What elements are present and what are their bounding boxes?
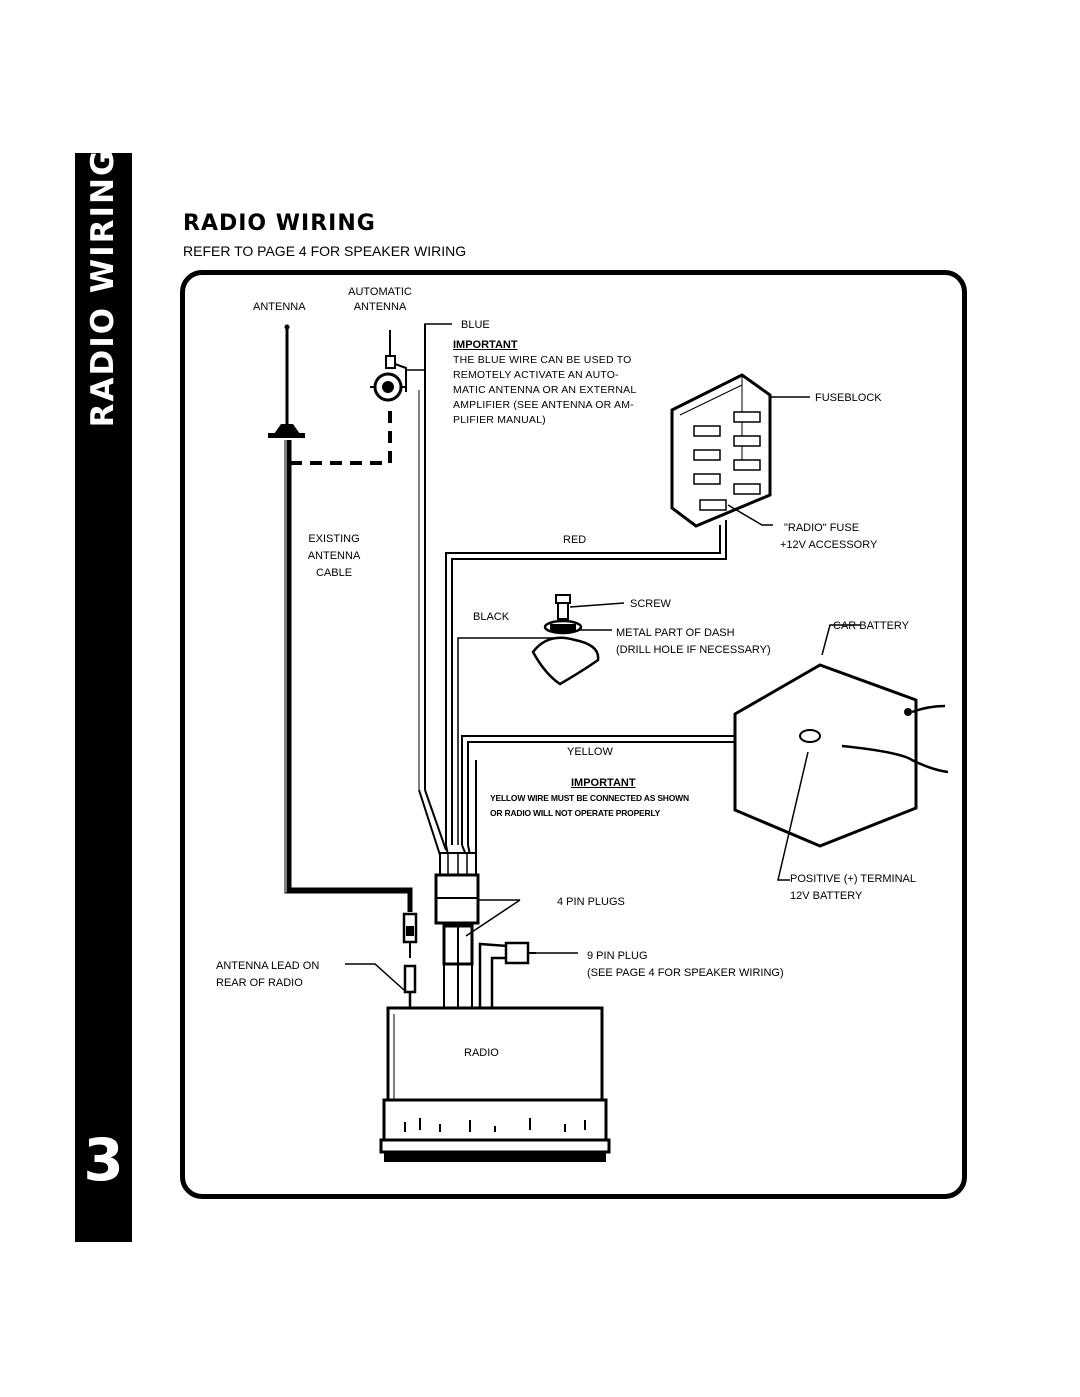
important-yellow-heading: IMPORTANT — [571, 777, 636, 789]
screw-label: SCREW — [630, 598, 671, 610]
nine-pin-plug-label: 9 PIN PLUG(SEE PAGE 4 FOR SPEAKER WIRING… — [587, 950, 784, 979]
nine-pin-plug-icon — [478, 941, 536, 1010]
four-pin-plugs-label: 4 PIN PLUGS — [557, 896, 625, 908]
radio-label: RADIO — [464, 1047, 499, 1059]
page-subtitle: REFER TO PAGE 4 FOR SPEAKER WIRING — [183, 243, 467, 259]
radio-fuse-label: "RADIO" FUSE+12V ACCESSORY — [780, 522, 878, 551]
page-number: 3 — [83, 1126, 124, 1194]
antenna-icon — [268, 324, 305, 438]
black-wire-label: BLACK — [473, 611, 510, 623]
existing-antenna-cable-label: EXISTING ANTENNA CABLE — [307, 533, 361, 579]
blue-wire-label: BLUE — [461, 319, 490, 331]
metal-part-of-dash — [531, 636, 600, 686]
car-battery-label: CAR BATTERY — [833, 620, 909, 632]
four-pin-plugs-icon — [434, 873, 480, 1010]
radio-unit-icon — [379, 1006, 611, 1162]
fuseblock-icon — [670, 373, 772, 528]
antenna-plug-icon — [402, 912, 418, 1008]
antenna-label: ANTENNA — [253, 301, 306, 313]
important-blue-note: THE BLUE WIRE CAN BE USED TO REMOTELY AC… — [453, 354, 637, 426]
diagram-panel — [180, 270, 967, 1199]
fuseblock-label: FUSEBLOCK — [815, 392, 882, 404]
important-blue-heading: IMPORTANT — [453, 339, 518, 351]
metal-part-of-dash-label: METAL PART OF DASH(DRILL HOLE IF NECESSA… — [616, 627, 771, 656]
yellow-wire-label: YELLOW — [567, 746, 613, 758]
car-battery-icon — [733, 663, 949, 848]
automatic-antenna-icon — [370, 330, 407, 402]
page-title: RADIO WIRING — [183, 211, 376, 236]
sidebar-tab — [75, 153, 132, 1242]
screw-icon — [543, 594, 583, 635]
red-wire-label: RED — [563, 534, 587, 546]
